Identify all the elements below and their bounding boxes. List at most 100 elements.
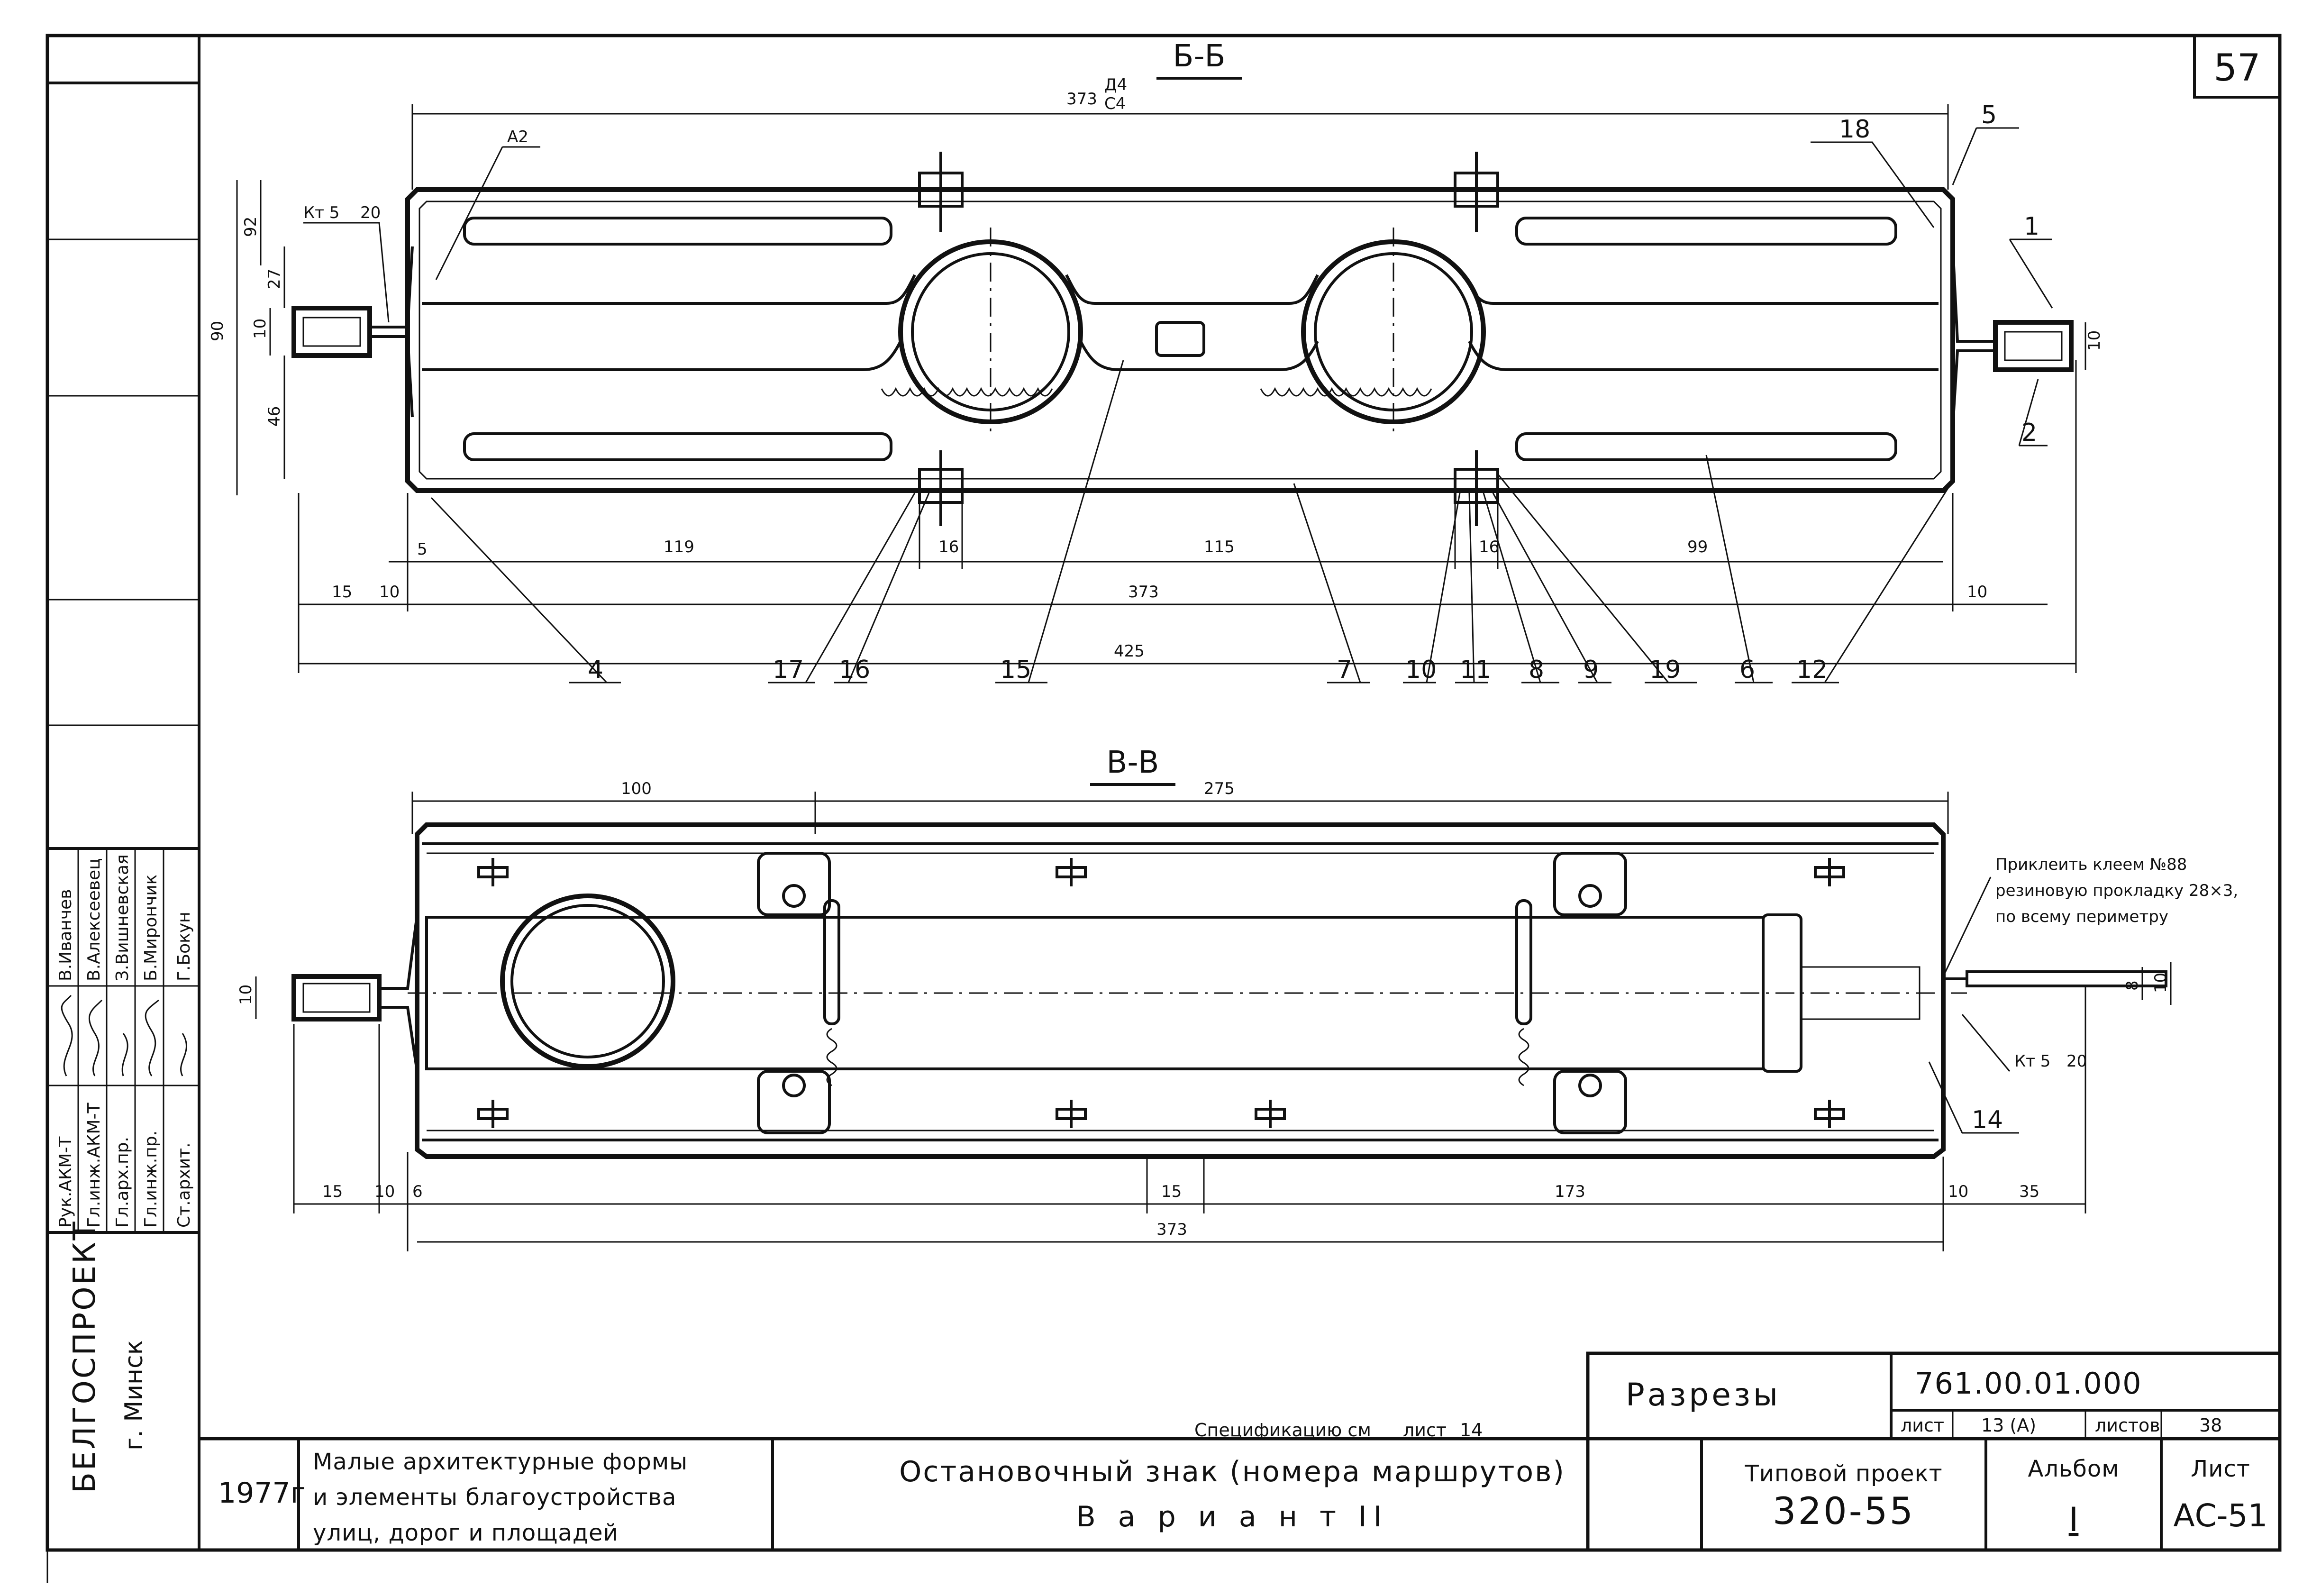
bb-note-kt-num: 20	[360, 203, 381, 222]
bb-dim-10l: 10	[379, 583, 400, 602]
name-2: В.Алексеевец	[84, 858, 104, 981]
org-name: БЕЛГОСПРОЕКТ	[67, 1220, 102, 1493]
signatures	[61, 994, 187, 1076]
bb-callout-1: 1	[2024, 212, 2039, 241]
vv-dim-10b: 10	[1948, 1182, 1968, 1201]
vv-callout-14: 14	[1928, 1061, 2019, 1134]
tb-sheet-value: АС-51	[2173, 1497, 2267, 1534]
title-block: Разрезы 761.00.01.000 лист 13 (А) листов…	[199, 1351, 2282, 1552]
tb-object-title: Остановочный знак (номера маршрутов)	[899, 1455, 1566, 1488]
name-1: В.Иванчев	[56, 889, 75, 981]
vv-dim-10-left: 10	[237, 985, 255, 1005]
bb-dim-46: 46	[265, 406, 284, 427]
vv-note-line-3: по всему периметру	[1995, 907, 2168, 926]
tb-project-label: Типовой проект	[1744, 1460, 1942, 1487]
vv-kt-note: Кт 5 20	[1961, 1014, 2087, 1072]
bb-dim-27: 27	[265, 269, 284, 289]
bb-callout-16: 16	[839, 656, 870, 684]
sheet-number: 57	[2213, 47, 2260, 90]
bb-dim-119: 119	[664, 538, 694, 556]
section-bb-title: Б-Б	[1173, 39, 1226, 74]
vv-dim-100: 100	[621, 779, 652, 798]
bb-callout-10: 10	[1405, 656, 1437, 684]
tb-list-label: лист	[1901, 1415, 1944, 1436]
vv-dim-173: 173	[1555, 1182, 1585, 1201]
role-2: Гл.инж.АКМ-Т	[84, 1103, 104, 1228]
tb-variant: В а р и а н т II	[1076, 1500, 1389, 1533]
bb-callout-4: 4	[588, 656, 603, 684]
vv-dim-8: 8	[2123, 980, 2142, 991]
tb-lists-value: 38	[2199, 1415, 2222, 1436]
vv-dim-15b: 15	[1161, 1182, 1182, 1201]
vv-dim-15a: 15	[322, 1182, 343, 1201]
name-3: З.Вишневская	[113, 854, 132, 981]
vv-glue-note: Приклеить клеем №88 резиновую прокладку …	[1942, 855, 2238, 977]
section-vv-title: В-В	[1107, 745, 1159, 780]
vv-note-line-2: резиновую прокладку 28×3,	[1995, 881, 2238, 900]
bb-callout-6: 6	[1739, 656, 1755, 684]
vv-dim-373: 373	[1156, 1220, 1187, 1239]
bb-dim-16b: 16	[1479, 538, 1499, 556]
bb-dim-15: 15	[332, 583, 352, 602]
bb-callout-8: 8	[1529, 656, 1544, 684]
bb-callout-5: 5	[1981, 101, 1997, 129]
tb-album-title-3: улиц, дорог и площадей	[313, 1520, 619, 1546]
bb-top-dim: 373	[1066, 90, 1097, 109]
role-1: Рук.АКМ-Т	[56, 1136, 75, 1228]
tb-year: 1977г	[218, 1477, 305, 1510]
bb-note-kt: Кт 5	[303, 203, 339, 222]
name-5: Г.Бокун	[174, 912, 194, 981]
bb-dim-99: 99	[1687, 538, 1708, 556]
vv-dim-10-right: 10	[2151, 973, 2170, 993]
bb-label-a2: А2	[507, 128, 528, 146]
bb-callouts: 18 5 1 2 4 17 16 15 7 10	[430, 101, 2053, 684]
vv-housing	[291, 822, 2167, 1159]
bb-callout-15: 15	[1000, 656, 1031, 684]
vv-bottom-dims: 15 10 6 15 173 10 35 373	[293, 986, 2086, 1251]
bb-callout-9: 9	[1583, 656, 1599, 684]
bb-callout-12: 12	[1796, 656, 1828, 684]
vv-dim-6: 6	[412, 1182, 423, 1201]
vv-note-line-1: Приклеить клеем №88	[1995, 855, 2187, 874]
role-3: Гл.арх.пр.	[113, 1137, 132, 1228]
vv-callout-14-text: 14	[1972, 1106, 2003, 1134]
bb-dim-10a: 10	[251, 319, 270, 339]
vv-dim-35: 35	[2019, 1182, 2039, 1201]
sheet-frame	[46, 34, 2282, 1583]
role-5: Ст.архит.	[174, 1142, 194, 1228]
bb-callout-17: 17	[773, 656, 804, 684]
tb-album-label: Альбом	[2028, 1456, 2120, 1482]
tb-lists-label: листов	[2095, 1415, 2160, 1436]
bb-callout-18: 18	[1839, 115, 1870, 144]
tb-doc-code: 761.00.01.000	[1915, 1366, 2142, 1401]
bb-dim-92: 92	[241, 217, 260, 237]
vv-dim-275: 275	[1204, 779, 1235, 798]
bb-callout-2: 2	[2021, 419, 2037, 447]
bb-dim-5: 5	[417, 540, 428, 559]
bb-dim-425: 425	[1114, 642, 1145, 661]
bb-callout-7: 7	[1337, 656, 1352, 684]
tb-project-value: 320-55	[1773, 1490, 1915, 1533]
bb-left-dims: 90 92 27 10 46 10	[208, 180, 2104, 495]
bb-top-dim-den: С4	[1104, 94, 1126, 113]
tb-album-title-1: Малые архитектурные формы	[313, 1449, 688, 1475]
bb-dim-16a: 16	[938, 538, 959, 556]
tb-sheet-name: Разрезы	[1626, 1377, 1781, 1413]
tb-album-title-2: и элементы благоустройства	[313, 1484, 676, 1511]
section-bb: Б-Б 373 Д4 С4	[208, 39, 2104, 684]
bb-dim-115: 115	[1204, 538, 1235, 556]
vv-note-kt: Кт 5	[2014, 1052, 2050, 1071]
org-city: г. Минск	[120, 1340, 148, 1450]
bb-dim-373: 373	[1128, 583, 1159, 602]
side-stamp: БЕЛГОСПРОЕКТ г. Минск Рук.АКМ-Т Гл.инж.А…	[47, 238, 199, 1493]
tb-sheet-label: Лист	[2191, 1456, 2250, 1482]
bb-bottom-dims: 5 119 16 115 16 99 15 10 373 10 425	[298, 360, 2077, 673]
tb-album-value: I	[2069, 1500, 2079, 1539]
section-vv: В-В 100 275	[237, 745, 2238, 1251]
bb-callout-19: 19	[1649, 656, 1681, 684]
name-4: Б.Мирончик	[141, 875, 161, 981]
bb-callout-11: 11	[1460, 656, 1491, 684]
tb-list-value: 13 (А)	[1981, 1415, 2036, 1436]
